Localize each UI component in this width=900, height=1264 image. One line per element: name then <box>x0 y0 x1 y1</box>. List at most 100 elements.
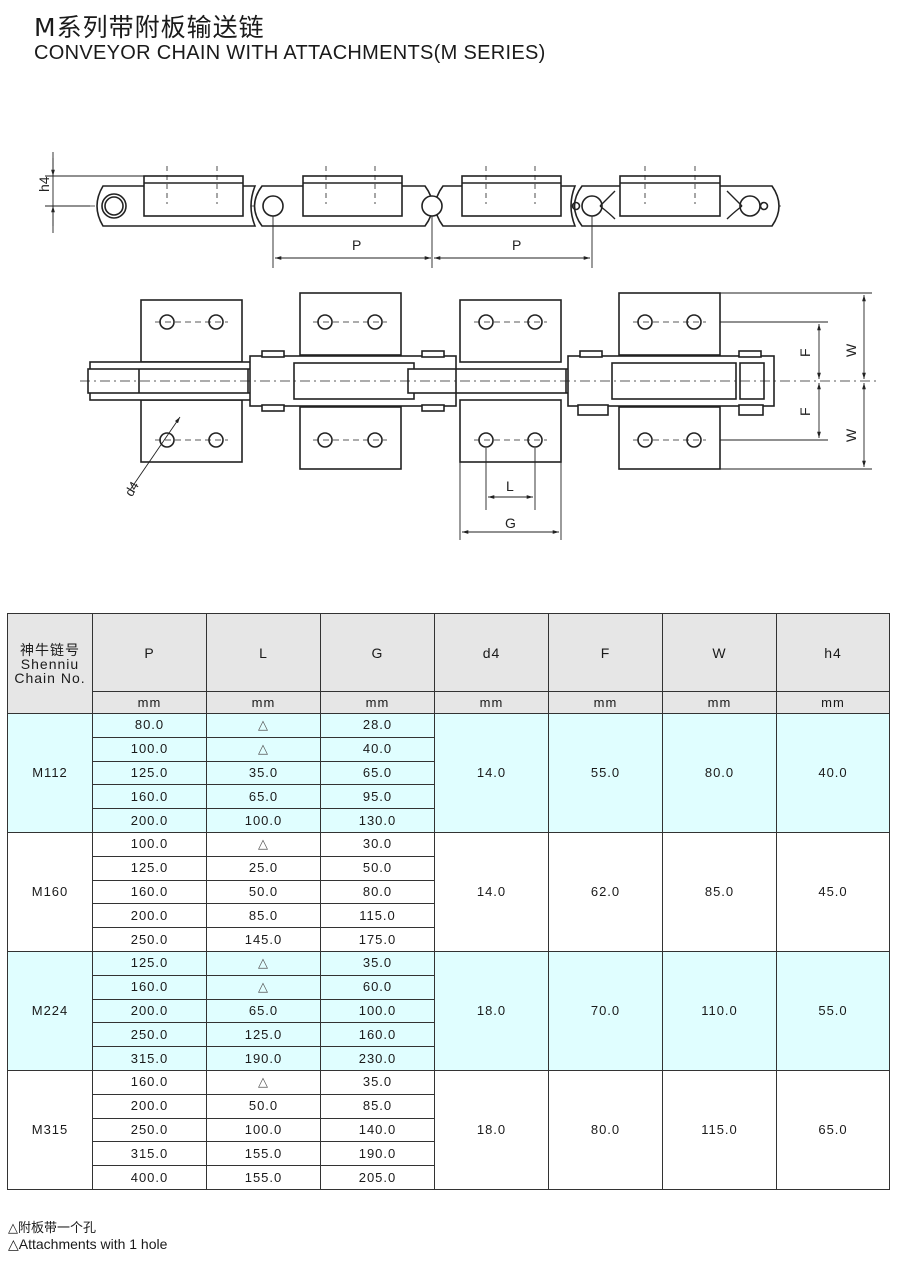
side-attachments <box>143 175 721 217</box>
plate <box>299 292 402 356</box>
side-view <box>45 152 785 268</box>
cell-d4: 14.0 <box>434 831 549 952</box>
cell-l: △ <box>206 713 321 738</box>
cell-w: 110.0 <box>662 950 777 1071</box>
cell-g: 40.0 <box>320 736 435 762</box>
cell-g: 50.0 <box>320 855 435 881</box>
cell-g: 175.0 <box>320 927 435 952</box>
attachment-holes <box>159 314 702 448</box>
unit-f: mm <box>548 691 663 714</box>
plate <box>299 406 402 470</box>
cell-p: 315.0 <box>92 1046 207 1071</box>
cell-g: 140.0 <box>320 1117 435 1143</box>
cell-h4: 65.0 <box>776 1069 890 1190</box>
label-f-top: F <box>797 348 813 357</box>
plate <box>618 292 721 356</box>
label-p2: P <box>512 237 521 253</box>
cell-g: 35.0 <box>320 1069 435 1095</box>
cell-p: 200.0 <box>92 998 207 1024</box>
footnote-cn: △附板带一个孔 <box>8 1221 96 1236</box>
cell-g: 85.0 <box>320 1093 435 1119</box>
chain-no-cell: M160 <box>7 831 93 952</box>
cell-g: 80.0 <box>320 879 435 905</box>
column-header-w: W <box>662 613 777 692</box>
cell-l: 155.0 <box>206 1165 321 1190</box>
cell-g: 30.0 <box>320 831 435 857</box>
d4-leader <box>129 416 181 491</box>
cell-d4: 14.0 <box>434 713 549 833</box>
cell-l: △ <box>206 950 321 976</box>
plate <box>459 399 562 463</box>
chain-no-cell: M224 <box>7 950 93 1071</box>
pin-icon <box>581 195 603 217</box>
cell-p: 315.0 <box>92 1141 207 1167</box>
table-row: 100.0△40.0 <box>8 736 890 762</box>
cell-p: 250.0 <box>92 927 207 952</box>
column-header-d4: d4 <box>434 613 549 692</box>
cell-l: 125.0 <box>206 1022 321 1048</box>
cell-g: 35.0 <box>320 950 435 976</box>
table-header-row: 神牛链号 Shenniu Chain No. P L G d4 F W h4 <box>7 613 890 714</box>
cell-l: 100.0 <box>206 808 321 833</box>
cell-d4: 18.0 <box>434 1069 549 1190</box>
cotter-pin-icon <box>726 190 743 220</box>
cell-l: 100.0 <box>206 1117 321 1143</box>
footnote-en: △Attachments with 1 hole <box>8 1236 168 1252</box>
unit-l: mm <box>206 691 321 714</box>
pin-icon <box>739 195 761 217</box>
cell-l: 65.0 <box>206 998 321 1024</box>
plate <box>459 299 562 363</box>
cell-p: 400.0 <box>92 1165 207 1190</box>
table-unit-row: mm mm mm mm mm mm mm <box>8 691 890 714</box>
cell-f: 55.0 <box>548 713 663 833</box>
h4-dimension <box>45 152 144 233</box>
unit-w: mm <box>662 691 777 714</box>
column-header-h4: h4 <box>776 613 890 692</box>
cell-f: 70.0 <box>548 950 663 1071</box>
cell-l: △ <box>206 974 321 1000</box>
cell-w: 115.0 <box>662 1069 777 1190</box>
title-english: CONVEYOR CHAIN WITH ATTACHMENTS(M SERIES… <box>34 42 546 64</box>
plate <box>140 299 243 363</box>
label-g: G <box>505 515 516 531</box>
label-w-bottom: W <box>843 428 859 442</box>
cell-f: 80.0 <box>548 1069 663 1190</box>
cell-p: 80.0 <box>92 713 207 738</box>
cell-p: 200.0 <box>92 808 207 833</box>
unit-h4: mm <box>776 691 890 714</box>
cell-g: 95.0 <box>320 784 435 810</box>
label-h4: h4 <box>36 176 52 192</box>
cell-l: 85.0 <box>206 903 321 929</box>
cell-g: 65.0 <box>320 760 435 786</box>
cell-p: 125.0 <box>92 760 207 786</box>
cell-p: 160.0 <box>92 1069 207 1095</box>
cell-l: 190.0 <box>206 1046 321 1071</box>
chain-no-header-en2: Chain No. <box>14 669 86 686</box>
column-header-g: G <box>320 613 435 692</box>
top-view <box>87 292 775 470</box>
cell-p: 100.0 <box>92 831 207 857</box>
unit-d4: mm <box>434 691 549 714</box>
unit-p: mm <box>92 691 207 714</box>
chain-no-header: 神牛链号 Shenniu Chain No. <box>7 613 93 714</box>
chain-no-cell: M112 <box>7 713 93 833</box>
cell-p: 250.0 <box>92 1022 207 1048</box>
cotter-pin-icon <box>599 190 616 220</box>
cell-l: 35.0 <box>206 760 321 786</box>
cell-l: △ <box>206 736 321 762</box>
cell-p: 125.0 <box>92 950 207 976</box>
cell-g: 28.0 <box>320 713 435 738</box>
cell-g: 190.0 <box>320 1141 435 1167</box>
label-w-top: W <box>843 343 859 357</box>
cell-p: 200.0 <box>92 1093 207 1119</box>
cell-p: 100.0 <box>92 736 207 762</box>
